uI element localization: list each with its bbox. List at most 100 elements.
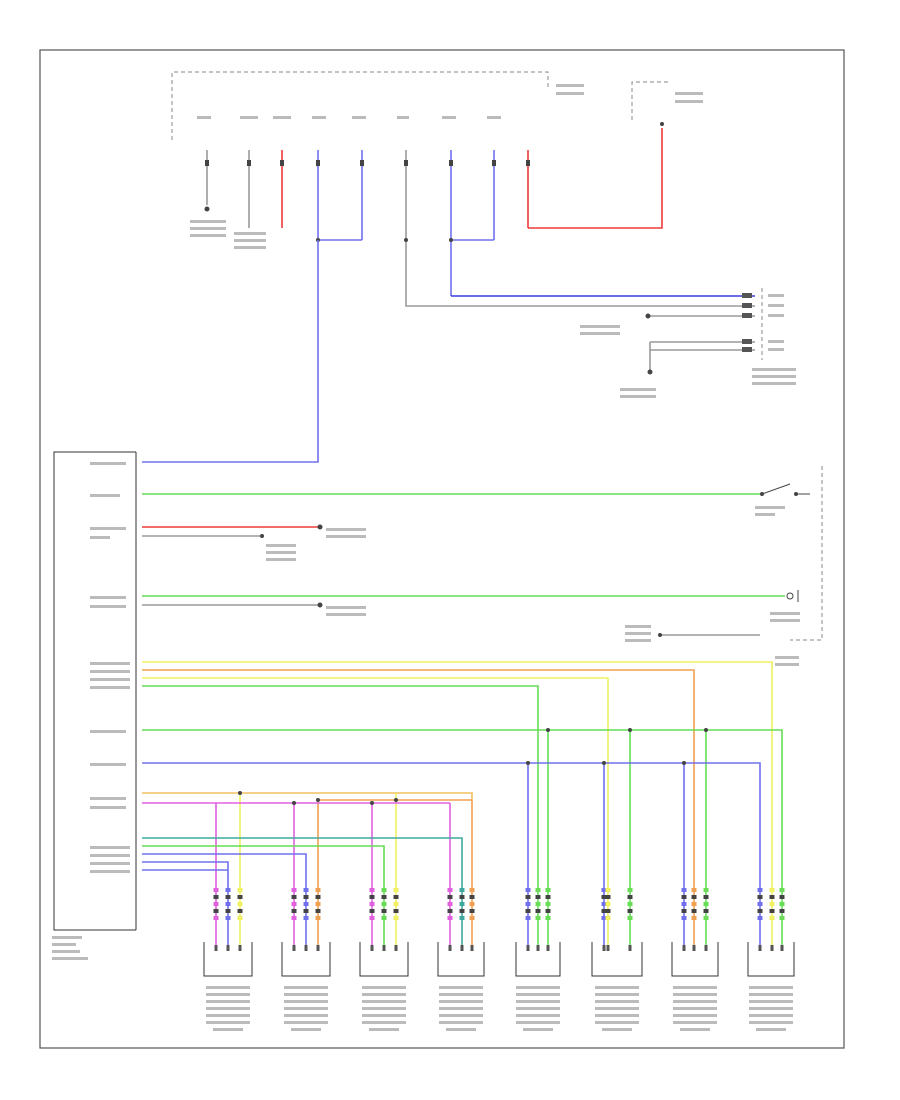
main-power-feed-wire xyxy=(142,240,319,463)
connector-stripe xyxy=(525,902,531,906)
connector-stripe xyxy=(237,916,243,920)
sensor-label-line xyxy=(756,1028,786,1031)
indicator-lamp xyxy=(786,590,799,602)
connector-stripe xyxy=(315,909,321,913)
sensor-label-line xyxy=(284,993,328,996)
connector-stripe xyxy=(447,916,453,920)
connector-stripe xyxy=(213,916,219,920)
connector-stripe xyxy=(779,895,785,899)
connector-stripe xyxy=(469,902,475,906)
sensor-pin xyxy=(606,945,610,951)
connector-stripe xyxy=(469,895,475,899)
connector-stripe xyxy=(601,888,607,892)
sensor-label-line xyxy=(284,1021,328,1024)
connector-stripe xyxy=(213,895,219,899)
sensor-label-line xyxy=(673,986,717,989)
connector-stripe xyxy=(225,909,231,913)
connector-stripe xyxy=(469,888,475,892)
sensor-label-line xyxy=(291,1028,321,1031)
connector-stripe xyxy=(545,902,551,906)
sensor-label-line xyxy=(362,1007,406,1010)
connector-stripe xyxy=(291,909,297,913)
sensor-label-line xyxy=(749,1000,793,1003)
connector-stripe xyxy=(381,888,387,892)
sensor-box-3 xyxy=(359,942,409,977)
sensor-pin xyxy=(382,945,386,951)
connector-stripe xyxy=(237,902,243,906)
connector-stripe xyxy=(601,902,607,906)
connector-stripe xyxy=(237,909,243,913)
front-power-drops xyxy=(238,791,473,880)
connector-stripe xyxy=(381,902,387,906)
connector-stripe xyxy=(225,895,231,899)
sensor-pin xyxy=(628,945,632,951)
connector-stripe xyxy=(605,888,611,892)
sensor-label-line xyxy=(213,1028,243,1031)
connector-stripe xyxy=(469,916,475,920)
sensor-label-line xyxy=(284,1014,328,1017)
connector-stripe xyxy=(779,888,785,892)
connector-stripe xyxy=(369,895,375,899)
connector-stripe xyxy=(703,909,709,913)
connector-stripe xyxy=(769,895,775,899)
connector-stripe xyxy=(315,916,321,920)
sensor-label-line xyxy=(673,1021,717,1024)
connector-stripe xyxy=(315,902,321,906)
sensor-pin xyxy=(758,945,762,951)
sensor-label-line xyxy=(206,1007,250,1010)
diagram-frame xyxy=(39,49,845,1049)
sensor-box-4 xyxy=(437,942,485,977)
rear-power-drops xyxy=(546,728,708,880)
connector-stripe xyxy=(447,888,453,892)
sensor-label-line xyxy=(749,1021,793,1024)
connector-stripe xyxy=(525,888,531,892)
connector-stripe xyxy=(535,909,541,913)
connector-stripe xyxy=(459,895,465,899)
connector-stripe xyxy=(703,916,709,920)
connector-stripe xyxy=(303,902,309,906)
sensor-label-line xyxy=(516,1014,560,1017)
connector-stripe xyxy=(757,902,763,906)
connector-stripe xyxy=(469,909,475,913)
connector-stripe xyxy=(447,909,453,913)
connector-stripe xyxy=(601,916,607,920)
connector-stripe xyxy=(393,902,399,906)
sensor-label-line xyxy=(369,1028,399,1031)
top-splice-labels xyxy=(190,220,266,249)
control-module-label xyxy=(52,936,88,960)
sensor-pin xyxy=(536,945,540,951)
connector-stripe xyxy=(291,902,297,906)
sensor-pin xyxy=(370,945,374,951)
sensor-label-line xyxy=(673,993,717,996)
sensor-label-line xyxy=(595,986,639,989)
front-sensor-power-bus xyxy=(142,792,473,800)
connector-stripe xyxy=(757,916,763,920)
connector-stripe xyxy=(213,888,219,892)
connector-stripe xyxy=(369,909,375,913)
sensor-label-line xyxy=(523,1028,553,1031)
connector-stripe xyxy=(535,895,541,899)
sensor-label-line xyxy=(673,1014,717,1017)
connector-stripe xyxy=(459,902,465,906)
sensor-label-line xyxy=(680,1028,710,1031)
connector-stripe xyxy=(605,895,611,899)
connector-stripe xyxy=(691,895,697,899)
sensor-pin xyxy=(602,945,606,951)
sensor-label-line xyxy=(602,1028,632,1031)
sensor-label-line xyxy=(595,1007,639,1010)
sensor-label-line xyxy=(595,993,639,996)
connector-stripe xyxy=(681,895,687,899)
connector-stripe xyxy=(779,902,785,906)
top-connector-pins xyxy=(205,160,530,166)
sensor-label-line xyxy=(749,1014,793,1017)
sensor-pin xyxy=(780,945,784,951)
connector-stripe xyxy=(757,888,763,892)
sensor-label-line xyxy=(516,1000,560,1003)
connector-stripe xyxy=(769,888,775,892)
sensor-label-line xyxy=(362,1000,406,1003)
sensor-box-2 xyxy=(281,942,331,977)
sensor-label-line xyxy=(439,993,483,996)
right-harness-labels xyxy=(580,294,796,398)
sensor-label-line xyxy=(439,1014,483,1017)
top-stub-wires xyxy=(206,150,529,300)
